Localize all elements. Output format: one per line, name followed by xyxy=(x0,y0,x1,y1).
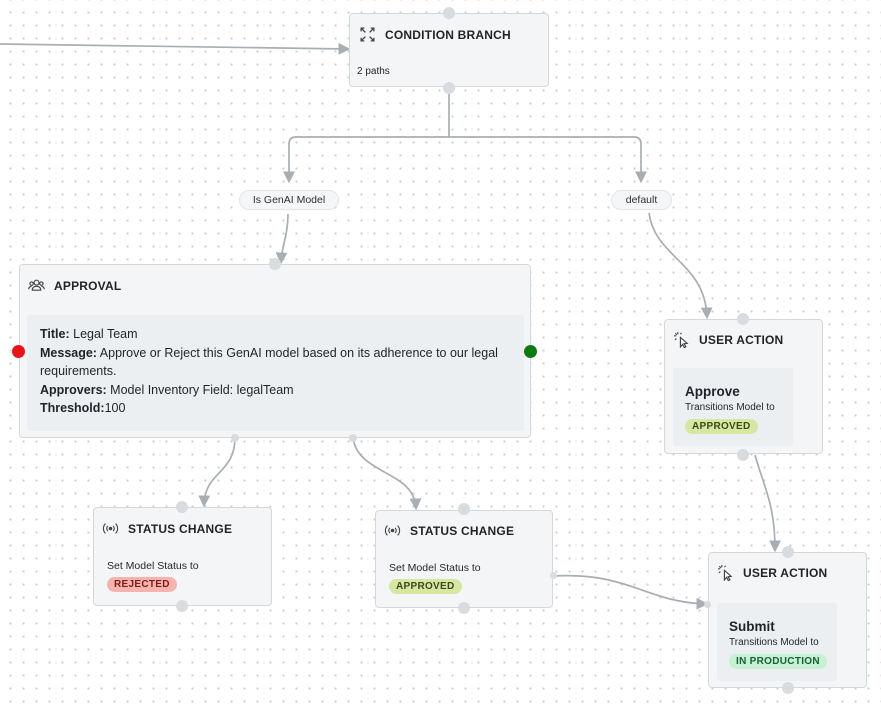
user-action-submit-badge-wrap: IN PRODUCTION xyxy=(729,651,827,669)
approval-output-handle-left[interactable] xyxy=(231,434,239,442)
condition-branch-paths: 2 paths xyxy=(357,66,390,77)
approval-threshold-value: 100 xyxy=(104,401,126,415)
status-change-rejected-text: Set Model Status to xyxy=(107,560,199,572)
status-badge-approved: APPROVED xyxy=(389,579,462,594)
edge-approval-to-rejected xyxy=(198,436,236,508)
branch-label-genai-text: Is GenAI Model xyxy=(252,194,326,206)
status-change-approved-title: STATUS CHANGE xyxy=(410,523,515,538)
click-pointer-icon xyxy=(718,565,733,581)
branch-label-default[interactable]: default xyxy=(611,190,672,210)
user-action-approve-node[interactable]: USER ACTION Approve Transitions Model to… xyxy=(664,319,823,454)
condition-branch-node[interactable]: CONDITION BRANCH 2 paths xyxy=(349,13,549,87)
approval-message-value: Approve or Reject this GenAI model based… xyxy=(40,345,498,379)
status-badge-rejected: REJECTED xyxy=(107,577,177,592)
user-action-approve-text: Transitions Model to xyxy=(685,402,775,413)
edge-condition-to-default xyxy=(449,136,647,184)
condition-branch-input-handle[interactable] xyxy=(443,7,455,19)
users-icon xyxy=(28,279,45,291)
condition-branch-title: CONDITION BRANCH xyxy=(385,27,511,42)
edge-approval-to-approved xyxy=(352,436,422,511)
user-action-submit-input-handle[interactable] xyxy=(782,546,794,558)
edge-incoming-to-condition xyxy=(0,42,351,55)
edge-approved-to-submit xyxy=(552,574,709,610)
approval-message-row: Message: Approve or Reject this GenAI mo… xyxy=(40,344,510,381)
approval-input-handle[interactable] xyxy=(269,258,281,270)
approval-title-value: Legal Team xyxy=(73,327,138,341)
approval-approvers-value: Model Inventory Field: legalTeam xyxy=(110,382,294,397)
approval-node[interactable]: APPROVAL Title: Legal Team Message: Appr… xyxy=(19,264,531,438)
user-action-submit-box: Submit Transitions Model to IN PRODUCTIO… xyxy=(717,603,837,681)
user-action-approve-box: Approve Transitions Model to APPROVED xyxy=(673,368,793,446)
user-action-approve-label: Approve xyxy=(685,384,740,399)
user-action-approve-input-handle[interactable] xyxy=(737,313,749,325)
status-change-rejected-output-handle[interactable] xyxy=(176,600,188,612)
click-pointer-icon xyxy=(674,332,689,348)
approval-threshold-row: Threshold:100 xyxy=(40,399,510,418)
approval-approvers-label: Approvers: xyxy=(40,382,107,397)
edge-default-to-useraction-approve xyxy=(648,212,713,320)
branch-label-genai[interactable]: Is GenAI Model xyxy=(239,190,339,210)
condition-branch-output-handle[interactable] xyxy=(443,82,455,94)
user-action-submit-badge: IN PRODUCTION xyxy=(729,654,827,669)
edge-approve-to-submit xyxy=(754,454,781,553)
broadcast-icon xyxy=(102,523,119,534)
approval-title: APPROVAL xyxy=(54,278,122,293)
approval-message-label: Message: xyxy=(40,345,97,360)
user-action-approve-header: USER ACTION xyxy=(673,331,783,348)
status-change-rejected-badge-wrap: REJECTED xyxy=(107,574,177,592)
status-change-approved-output-handle[interactable] xyxy=(458,602,470,614)
status-change-approved-text: Set Model Status to xyxy=(389,562,481,574)
approval-title-label: Title: xyxy=(40,327,70,341)
broadcast-icon xyxy=(384,525,401,536)
user-action-approve-output-handle[interactable] xyxy=(737,449,749,461)
user-action-submit-text: Transitions Model to xyxy=(729,637,819,648)
status-change-rejected-input-handle[interactable] xyxy=(176,501,188,513)
user-action-submit-node[interactable]: USER ACTION Submit Transitions Model to … xyxy=(708,552,867,688)
user-action-submit-output-handle[interactable] xyxy=(782,682,794,694)
status-change-rejected-title: STATUS CHANGE xyxy=(128,521,233,536)
approval-header: APPROVAL xyxy=(28,277,121,294)
status-change-approved-badge-wrap: APPROVED xyxy=(389,576,462,594)
approval-threshold-label: Threshold: xyxy=(40,401,105,415)
branch-label-default-text: default xyxy=(625,194,658,206)
status-change-approved-header: STATUS CHANGE xyxy=(384,522,514,539)
expand-arrows-icon xyxy=(360,27,375,42)
user-action-submit-header: USER ACTION xyxy=(717,564,827,581)
approval-details-box: Title: Legal Team Message: Approve or Re… xyxy=(27,315,524,431)
user-action-submit-side-handle[interactable] xyxy=(704,601,711,608)
status-change-approved-input-handle[interactable] xyxy=(458,503,470,515)
approval-output-handle-right[interactable] xyxy=(349,434,357,442)
approval-approvers-row: Approvers: Model Inventory Field: legalT… xyxy=(40,381,510,400)
edge-condition-to-genai xyxy=(283,88,450,184)
approval-approve-handle[interactable] xyxy=(524,345,537,358)
approval-reject-handle[interactable] xyxy=(12,345,25,358)
user-action-submit-label: Submit xyxy=(729,619,775,634)
user-action-approve-badge: APPROVED xyxy=(685,419,758,434)
edge-genai-to-approval xyxy=(275,213,289,265)
status-change-rejected-node[interactable]: STATUS CHANGE Set Model Status to REJECT… xyxy=(93,507,272,606)
user-action-submit-title: USER ACTION xyxy=(743,565,828,580)
user-action-approve-title: USER ACTION xyxy=(699,332,784,347)
status-change-approved-node[interactable]: STATUS CHANGE Set Model Status to APPROV… xyxy=(375,510,553,608)
status-change-approved-side-handle[interactable] xyxy=(550,572,557,579)
condition-branch-header: CONDITION BRANCH xyxy=(359,26,511,43)
approval-title-row: Title: Legal Team xyxy=(40,325,510,344)
status-change-rejected-header: STATUS CHANGE xyxy=(102,520,232,537)
user-action-approve-badge-wrap: APPROVED xyxy=(685,416,758,434)
